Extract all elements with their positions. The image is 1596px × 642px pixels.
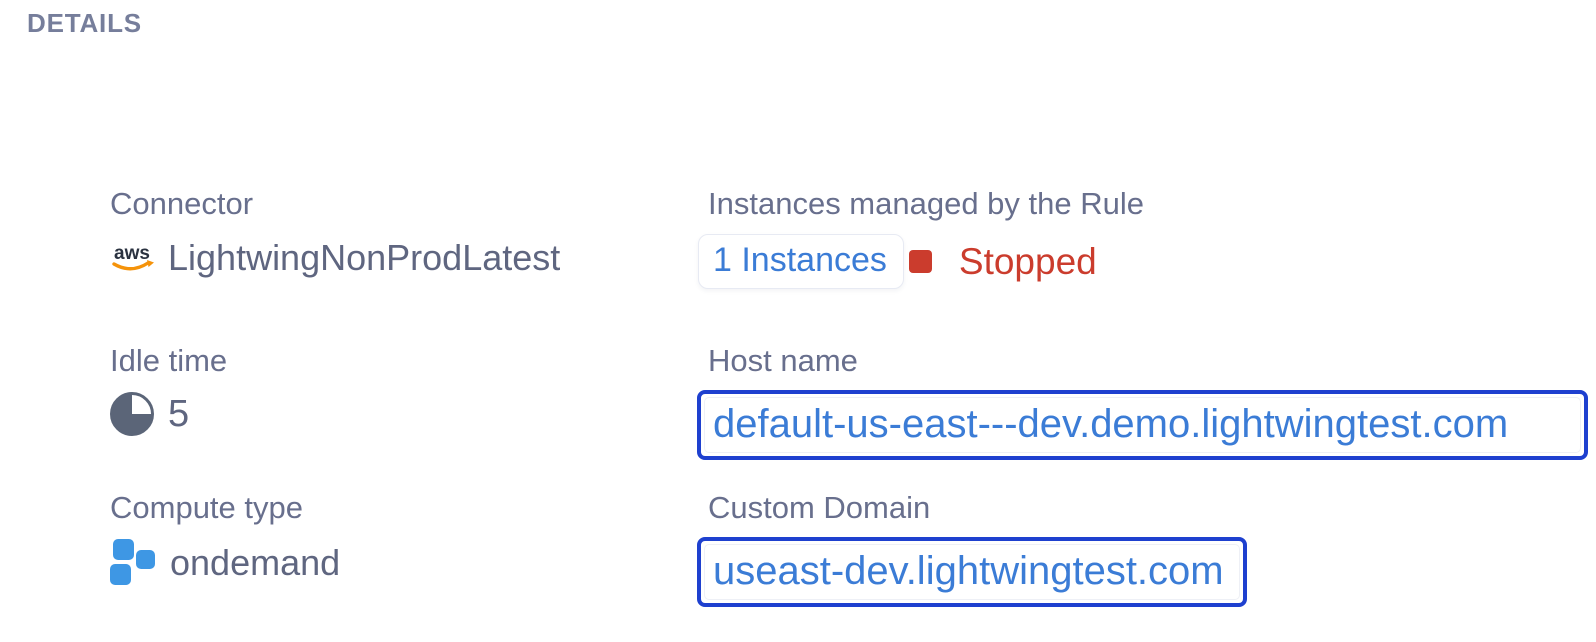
compute-squares-icon (110, 539, 156, 587)
status-badge: Stopped (958, 240, 1097, 282)
compute-type-label: Compute type (110, 490, 303, 525)
field-host-name: Host name default-us-east---dev.demo.lig… (697, 341, 1588, 460)
host-name-link[interactable]: default-us-east---dev.demo.lightwingtest… (704, 397, 1581, 453)
aws-icon: aws (112, 243, 154, 271)
instances-count-link[interactable]: 1 Instances (698, 234, 904, 289)
svg-text:aws: aws (114, 243, 150, 264)
stopped-square-icon (908, 250, 932, 273)
field-connector: Connector aws LightwingNonProdLatest (110, 184, 560, 279)
field-idle-time: Idle time 5 (110, 341, 227, 436)
host-name-label: Host name (708, 343, 858, 378)
idle-time-label: Idle time (110, 343, 228, 378)
host-name-selection-box: default-us-east---dev.demo.lightwingtest… (697, 390, 1588, 460)
section-title: DETAILS (27, 8, 142, 38)
custom-domain-selection-box: useast-dev.lightwingtest.com (697, 537, 1247, 607)
custom-domain-label: Custom Domain (708, 490, 931, 525)
idle-time-value: 5 (168, 392, 190, 435)
instances-label: Instances managed by the Rule (708, 186, 1144, 221)
idle-pie-icon (110, 392, 154, 436)
custom-domain-link[interactable]: useast-dev.lightwingtest.com (704, 544, 1240, 600)
connector-label: Connector (110, 186, 254, 221)
connector-value: LightwingNonProdLatest (168, 237, 561, 278)
field-instances: Instances managed by the Rule 1 Instance… (698, 184, 1144, 289)
field-compute-type: Compute type ondemand (110, 488, 340, 587)
compute-type-value: ondemand (170, 542, 341, 583)
field-custom-domain: Custom Domain useast-dev.lightwingtest.c… (697, 488, 1247, 607)
